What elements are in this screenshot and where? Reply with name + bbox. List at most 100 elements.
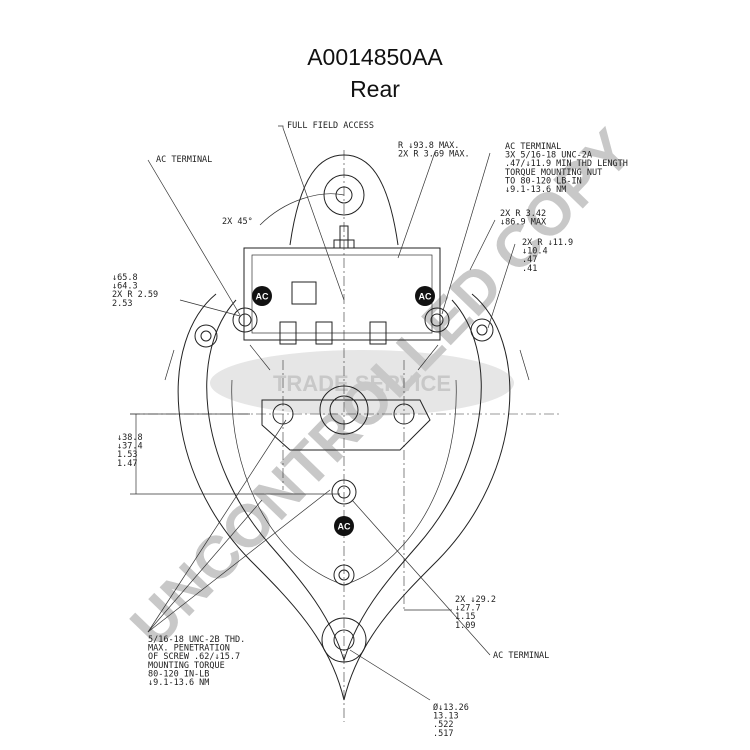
angle-arc (259, 193, 345, 226)
top-lug-outline (289, 154, 399, 246)
view-label: Rear (350, 76, 400, 102)
callout-line: AC TERMINAL (156, 155, 212, 165)
leader-radius-top (397, 151, 436, 259)
leader-diameter (349, 649, 431, 701)
callout-line: ↓9.1-13.6 NM (505, 185, 566, 195)
callout-line: ↓37.4 (117, 442, 143, 452)
callout-labels: FULL FIELD ACCESS AC TERMINAL R ↓93.8 MA… (112, 121, 628, 739)
callout-line: 3X 5/16-18 UNC-2A (505, 151, 592, 161)
callout-line: FULL FIELD ACCESS (287, 121, 374, 131)
callout-line: TORQUE MOUNTING NUT (505, 168, 602, 178)
right-terminal-boss (424, 307, 450, 333)
left-ear-boss (194, 324, 218, 348)
callout-angle: 2X 45° (222, 217, 253, 227)
leader-full-field (282, 127, 345, 301)
callout-line: ↓38.8 (117, 433, 143, 443)
callout-line: ↓9.1-13.6 NM (148, 678, 209, 688)
ac-badge-right: AC (415, 286, 435, 306)
callout-line: ↓65.8 (112, 273, 138, 283)
callout-line: ↓27.7 (455, 604, 481, 614)
callout-line: 2X ↓29.2 (455, 595, 496, 605)
ac-badge-right-circle (415, 286, 435, 306)
top-mount-hole (335, 186, 353, 204)
callout-line: 1.53 (117, 450, 137, 460)
leader-thread-c (147, 489, 331, 633)
callout-line: ↓64.3 (112, 282, 138, 292)
ac-badge-left-text: AC (256, 292, 269, 302)
regulator-window (291, 281, 317, 305)
left-ear-hole (200, 330, 212, 342)
part-number-title: A0014850AA (307, 44, 443, 70)
watermark-text: UNCONTROLLED COPY (117, 116, 645, 659)
ac-badge-right-text: AC (419, 292, 432, 302)
callout-full-field-access: FULL FIELD ACCESS (287, 121, 374, 131)
terminal-slot-center (315, 321, 333, 345)
callout-radius-small: 2X R ↓11.9↓10.4.47.41 (522, 238, 573, 274)
center-bearing-boss (319, 385, 369, 435)
callout-line: OF SCREW .62/↓15.7 (148, 652, 240, 662)
callout-line: 2X R 2.59 (112, 290, 158, 300)
ac-badge-left: AC (252, 286, 272, 306)
lower-stud-boss (333, 564, 355, 586)
callout-line: .517 (433, 729, 453, 739)
ac-badge-bottom-text: AC (338, 522, 351, 532)
callout-line: .522 (433, 720, 453, 730)
callout-line: .41 (522, 264, 537, 274)
rectifier-bridge (261, 399, 431, 451)
callout-line: .47/↓11.9 MIN THD LENGTH (505, 159, 628, 169)
callout-line: 2.53 (112, 299, 132, 309)
leader-thread-a (147, 499, 263, 633)
leader-radius-small (487, 243, 516, 329)
stud-nut (333, 239, 355, 249)
ac-badge-bottom: AC (334, 516, 354, 536)
callout-line: 80-120 IN-LB (148, 669, 209, 679)
callout-line: 5/16-18 UNC-2B THD. (148, 635, 245, 645)
right-ear-boss (470, 318, 494, 342)
dimension-lines (130, 125, 516, 701)
right-ear-hole (476, 324, 488, 336)
leader-ac-left (147, 159, 241, 316)
housing-ribs (249, 344, 439, 371)
callout-line: .47 (522, 255, 537, 265)
callout-line: ↓86.9 MAX (500, 218, 547, 228)
centerlines (130, 150, 560, 722)
bottom-mount-boss (321, 617, 367, 663)
callout-line: 2X 45° (222, 217, 253, 227)
callout-radius-top: R ↓93.8 MAX.2X R 3.69 MAX. (398, 141, 470, 160)
watermark: TRADE SERVICE UNCONTROLLED COPY (117, 116, 645, 659)
callout-line: 1.09 (455, 621, 475, 631)
leader-thread-b (147, 419, 287, 633)
callout-line: AC TERMINAL (505, 142, 561, 152)
callout-line: 1.47 (117, 459, 137, 469)
callout-radius-right: 2X R 3.42↓86.9 MAX (500, 209, 547, 228)
top-mount-boss (323, 174, 365, 216)
callout-line: ↓10.4 (522, 247, 548, 257)
left-terminal (238, 313, 252, 327)
callout-line: 2X R ↓11.9 (522, 238, 573, 248)
callout-line: TO 80-120 LB-IN (505, 176, 582, 186)
leader-radius-left (179, 299, 241, 317)
terminal-slot-left (279, 321, 297, 345)
right-terminal (430, 313, 444, 327)
leader-ac-terminal (441, 152, 491, 315)
ac-stud (337, 485, 351, 499)
lower-stud (338, 569, 350, 581)
callout-line: 2X R 3.42 (500, 209, 546, 219)
callout-line: 2X R 3.69 MAX. (398, 150, 470, 160)
callout-line: MOUNTING TORQUE (148, 661, 225, 671)
right-rectifier-mount (393, 403, 415, 425)
terminal-slot-right (369, 321, 387, 345)
leader-ac-bottom (351, 499, 491, 656)
ac-badge-bottom-circle (334, 516, 354, 536)
callout-line: MAX. PENETRATION (148, 644, 230, 654)
callout-line: Ø↓13.26 (433, 702, 469, 713)
leader-radius-right (469, 219, 496, 271)
